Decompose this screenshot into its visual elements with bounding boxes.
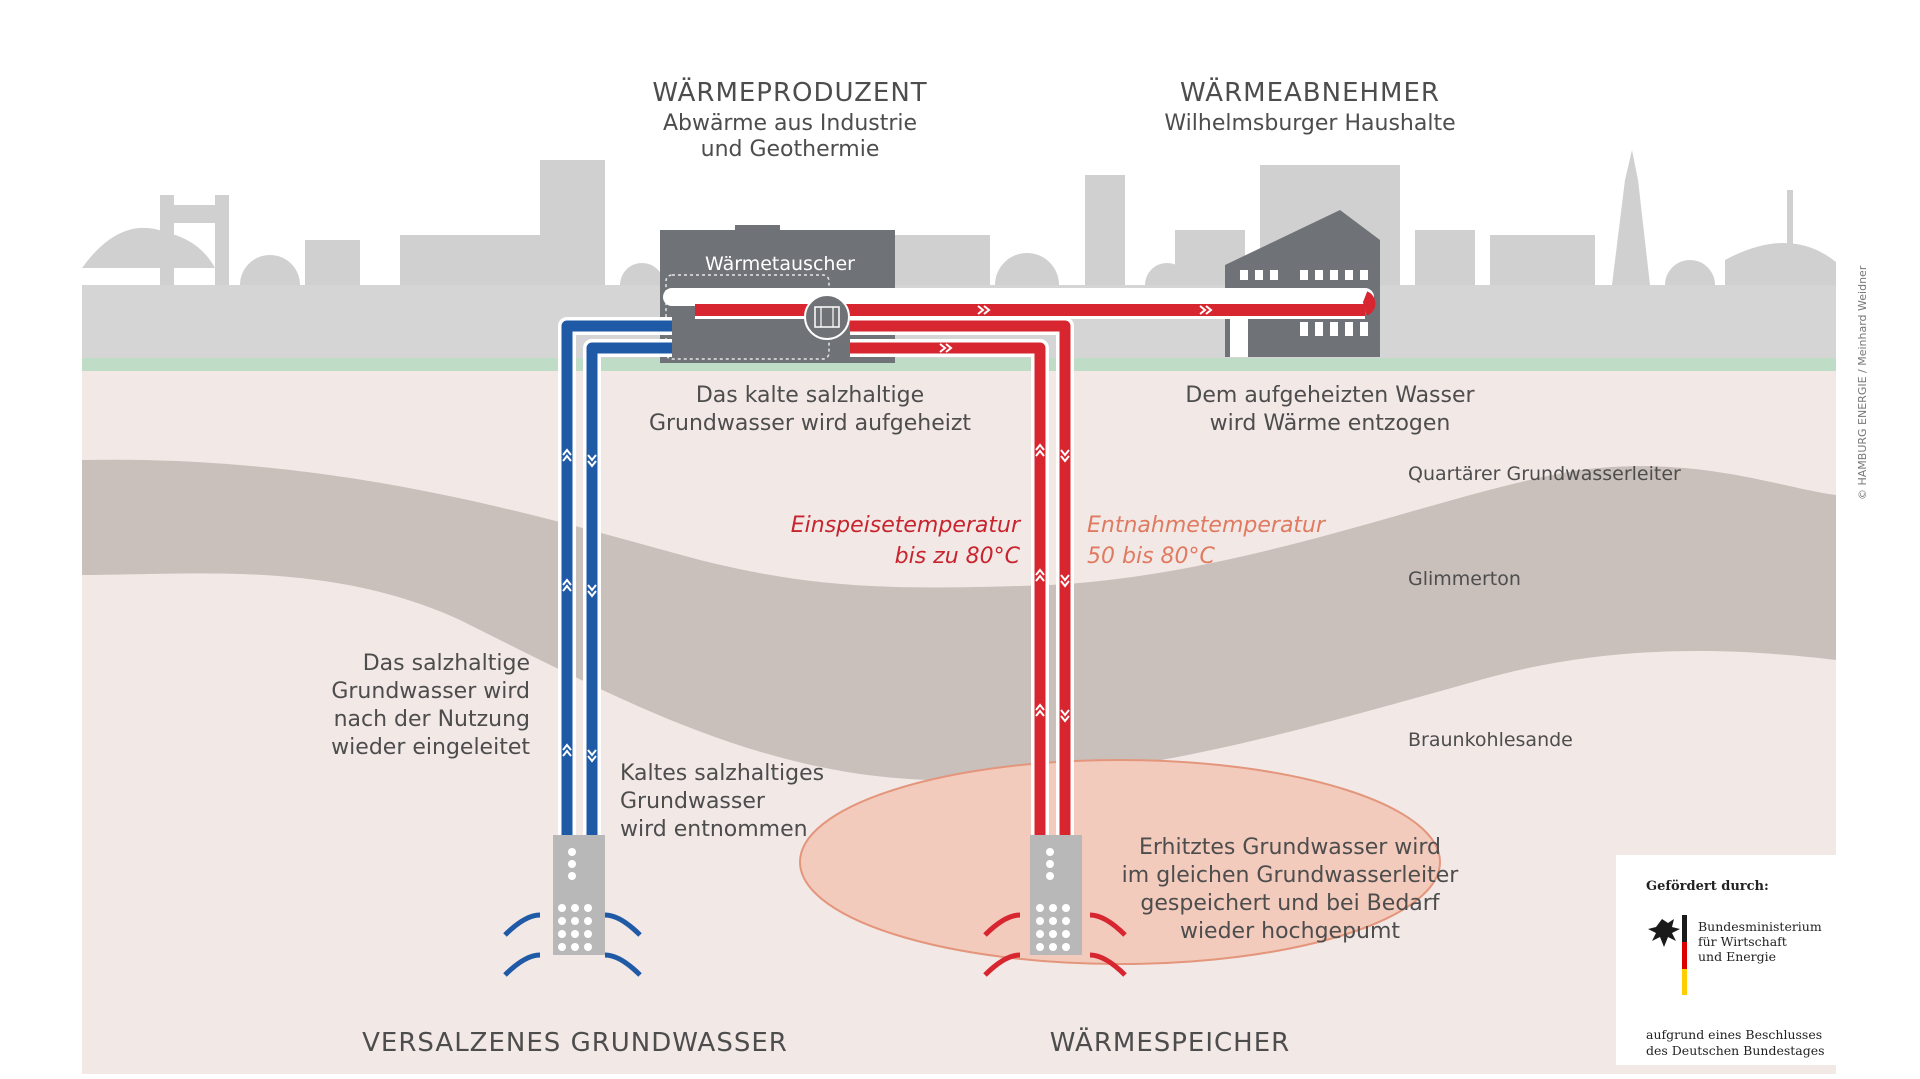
feed-temp-value: bis zu 80°C	[894, 544, 1020, 569]
storage-note-1: Erhitztes Grundwasser wird	[1138, 835, 1442, 860]
reinjected-note-4: wieder eingeleitet	[331, 735, 530, 760]
bottom-right-title: WÄRMESPEICHER	[1049, 1028, 1291, 1058]
ministry-line-2: für Wirtschaft	[1698, 934, 1787, 949]
federal-eagle-icon	[1648, 915, 1687, 995]
consumer-title: WÄRMEABNEHMER	[1180, 78, 1440, 108]
layer-label-quartaer: Quartärer Grundwasserleiter	[1408, 463, 1681, 485]
storage-note-2: im gleichen Grundwasserleiter	[1121, 863, 1459, 888]
cold-well-filter	[553, 835, 605, 955]
bottom-left-title: VERSALZENES GRUNDWASSER	[362, 1028, 788, 1058]
consumer-subtitle: Wilhelmsburger Haushalte	[1164, 111, 1456, 136]
grass-strip	[82, 358, 1836, 371]
ministry-line-3: und Energie	[1698, 949, 1777, 964]
district-heating-loop	[663, 288, 1376, 319]
reinjected-note-2: Grundwasser wird	[331, 679, 530, 704]
reinjected-note-1: Das salzhaltige	[362, 651, 530, 676]
hot-flow-arrows	[983, 912, 1127, 977]
extract-temp-value: 50 bis 80°C	[1087, 544, 1215, 569]
producer-subtitle-1: Abwärme aus Industrie	[662, 111, 918, 136]
city-skyline	[82, 150, 1836, 285]
hot-well-filter	[1030, 835, 1082, 955]
producer-subtitle-2: und Geothermie	[700, 137, 880, 162]
producer-title: WÄRMEPRODUZENT	[652, 78, 928, 108]
storage-note-4: wieder hochgepumt	[1179, 919, 1401, 944]
extracted-note-2: wird Wärme entzogen	[1209, 411, 1451, 436]
withdrawn-note-2: Grundwasser	[620, 789, 765, 814]
funder-box: Gefördert durch: Bundesministerium für W…	[1616, 855, 1841, 1065]
withdrawn-note-3: wird entnommen	[620, 817, 808, 842]
heated-note-2: Grundwasser wird aufgeheizt	[648, 411, 972, 436]
photo-credit: © HAMBURG ENERGIE / Meinhard Weidner	[1856, 265, 1869, 500]
ministry-line-1: Bundesministerium	[1698, 919, 1822, 934]
reinjected-note-3: nach der Nutzung	[333, 707, 530, 732]
storage-zone	[799, 759, 1441, 965]
consumer-building	[1225, 210, 1380, 357]
heated-note-1: Das kalte salzhaltige	[695, 383, 925, 408]
funder-footer-2: des Deutschen Bundestages	[1646, 1043, 1825, 1058]
extracted-note-1: Dem aufgeheizten Wasser	[1185, 383, 1475, 408]
layer-label-glimmerton: Glimmerton	[1408, 568, 1521, 590]
funder-footer-1: aufgrund eines Beschlusses	[1646, 1027, 1823, 1042]
heat-exchanger-label: Wärmetauscher	[705, 253, 855, 275]
storage-note-3: gespeichert und bei Bedarf	[1140, 891, 1440, 916]
flow-chevrons	[562, 292, 1213, 763]
extract-temp-label: Entnahmetemperatur	[1087, 513, 1326, 538]
heat-exchanger-icon	[804, 294, 850, 340]
withdrawn-note-1: Kaltes salzhaltiges	[620, 761, 825, 786]
layer-label-braunkohle: Braunkohlesande	[1408, 729, 1573, 751]
cold-flow-arrows	[503, 912, 642, 977]
feed-temp-label: Einspeisetemperatur	[790, 513, 1020, 538]
clay-layer	[82, 459, 1836, 781]
funder-heading: Gefördert durch:	[1646, 879, 1769, 894]
